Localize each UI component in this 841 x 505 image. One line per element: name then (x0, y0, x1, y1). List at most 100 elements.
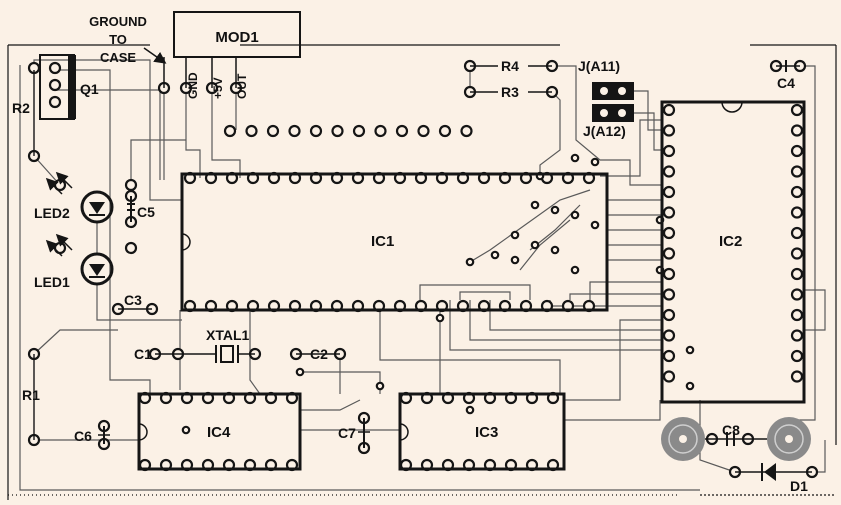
j-a12-label: J(A12) (583, 123, 626, 139)
r3-resistor: R3 (470, 84, 552, 100)
via (181, 425, 191, 435)
via (510, 230, 520, 240)
c1-label: C1 (134, 346, 152, 362)
d1-diode: D1 (735, 463, 812, 494)
ic2-pin (662, 226, 676, 240)
trace (569, 293, 662, 300)
via (570, 153, 580, 163)
xtal1-crystal: XTAL1 (178, 327, 255, 363)
q1-label: Q1 (80, 81, 99, 97)
via (530, 240, 540, 250)
via (465, 257, 475, 267)
c4-capacitor: C4 (776, 60, 800, 91)
header-pad (245, 124, 258, 138)
via (590, 220, 600, 230)
header-pad (374, 124, 387, 138)
ic2-pin (790, 226, 804, 240)
r4-label: R4 (501, 58, 519, 74)
c3-capacitor: C3 (118, 292, 152, 310)
c4-label: C4 (777, 75, 795, 91)
ic1-label: IC1 (371, 233, 394, 250)
c7-label: C7 (338, 425, 356, 441)
ic2-pin (790, 308, 804, 322)
header-pad (223, 124, 237, 138)
ic2-label: IC2 (719, 233, 742, 250)
trace (211, 88, 241, 178)
trace (379, 310, 561, 394)
via (375, 381, 385, 391)
case-label: CASE (100, 50, 136, 65)
via (570, 210, 580, 220)
ic4-chip: IC4 (137, 392, 302, 471)
ground-to-case-note: GROUND TO CASE (89, 14, 167, 65)
trace (96, 284, 182, 321)
ic1-chip: IC1 (180, 172, 609, 312)
board-outline (7, 44, 837, 500)
ic2-pin (662, 247, 676, 260)
header-pad (266, 124, 280, 138)
trace (300, 399, 361, 411)
ic2-pin (662, 124, 676, 137)
ic2-pin (662, 185, 676, 199)
led2-pad (124, 178, 138, 192)
mod1-module: MOD1 GND +5V OUT (163, 11, 301, 99)
r2-label: R2 (12, 100, 30, 116)
to-label: TO (109, 32, 127, 47)
ic2-pin (662, 267, 676, 281)
trace (589, 281, 662, 300)
ic2-pin (662, 370, 676, 383)
pads-layer (27, 59, 819, 479)
ic2-pin (790, 288, 804, 301)
q1-pad (48, 61, 62, 75)
ic2-pin (790, 103, 804, 117)
mod1-pin-out: OUT (235, 73, 249, 99)
c8-label: C8 (722, 422, 740, 438)
ic2-pin (790, 370, 804, 383)
led1-label: LED1 (34, 274, 70, 290)
c5-label: C5 (137, 204, 155, 220)
trace (699, 400, 736, 473)
ic2-pin (790, 185, 804, 199)
jumper-a11: J(A11) (578, 58, 634, 100)
via (570, 265, 580, 275)
trace (469, 300, 662, 341)
ic2-pin (790, 124, 804, 137)
led2: LED2 (34, 171, 114, 224)
via (510, 255, 520, 265)
c6-capacitor: C6 (74, 426, 110, 444)
trace (634, 112, 662, 151)
r4-resistor: R4 (470, 58, 552, 74)
r1-label: R1 (22, 387, 40, 403)
trace (539, 91, 561, 180)
ic2-pin (790, 144, 804, 158)
header-pad (460, 124, 473, 138)
ic2-chip: IC2 (660, 100, 806, 404)
ic2-pin (790, 247, 804, 260)
r3-label: R3 (501, 84, 519, 100)
via (590, 157, 600, 167)
ic3-chip: IC3 (398, 392, 566, 471)
trace (519, 219, 571, 271)
c6-label: C6 (74, 428, 92, 444)
ic2-pin (790, 206, 804, 219)
mod1-pin-5v: +5V (211, 77, 225, 99)
q1-pad (48, 95, 62, 109)
trace (459, 291, 511, 300)
trace (419, 284, 531, 300)
c8-capacitor: C8 (705, 422, 767, 446)
j-a11-label: J(A11) (578, 58, 620, 74)
via (550, 205, 560, 215)
trace (600, 119, 662, 177)
trace (185, 88, 201, 178)
header-pad (438, 124, 452, 138)
ic4-label: IC4 (207, 424, 231, 441)
header-pad (417, 124, 430, 138)
ground-label: GROUND (89, 14, 147, 29)
trace (789, 65, 816, 421)
trace (564, 319, 662, 401)
via (465, 405, 475, 415)
trace (634, 90, 662, 131)
c7-capacitor: C7 (338, 418, 370, 448)
ic2-pin (662, 103, 676, 117)
